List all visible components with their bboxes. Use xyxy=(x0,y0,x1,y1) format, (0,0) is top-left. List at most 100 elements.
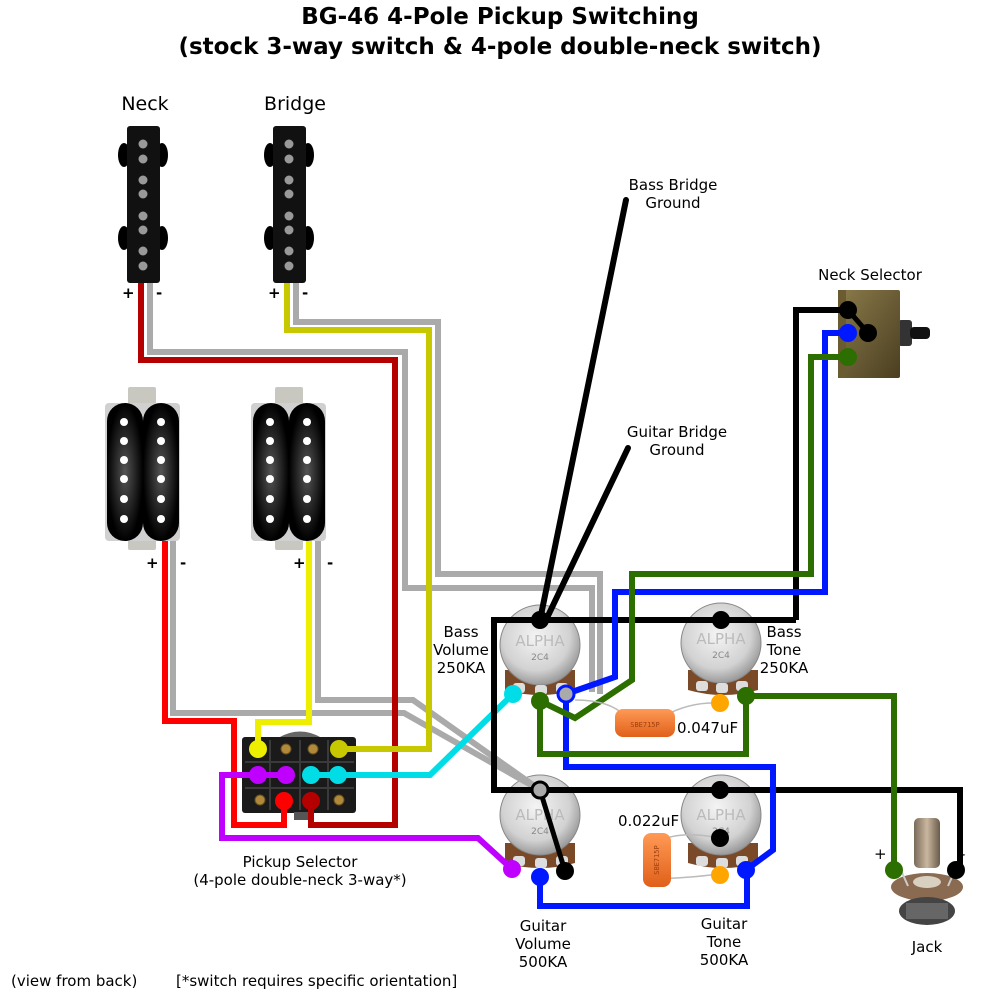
guitar-volume-wiper-lug xyxy=(556,862,574,880)
guitar-neck-minus-label: - xyxy=(180,554,187,572)
bass-bridge-pickup xyxy=(264,126,314,283)
wire-bass-neck-ground xyxy=(147,283,595,692)
wire-blue-guitar-loop xyxy=(537,870,750,909)
pot-brand-text: ALPHA xyxy=(696,806,746,824)
neck-selector-lug-black-2 xyxy=(859,324,877,342)
guitar-volume-input-lug xyxy=(503,860,521,878)
bass-neck-pickup-label: Neck xyxy=(121,93,169,115)
wire-bass-bridge-ground xyxy=(293,283,603,694)
pickup-selector-label: Pickup Selector (4-pole double-neck 3-wa… xyxy=(190,853,410,889)
jack-plus-label: + xyxy=(874,845,887,863)
wire-blue-bass-to-guitar-tone xyxy=(563,694,776,873)
neck-selector-lug-blue xyxy=(839,324,857,342)
label-line: Tone xyxy=(706,933,742,951)
svg-text:SBE715P: SBE715P xyxy=(630,721,660,729)
pot-code-text: 2C4 xyxy=(712,651,730,661)
label-line: Volume xyxy=(515,935,571,953)
title-line-2: (stock 3-way switch & 4-pole double-neck… xyxy=(178,34,822,60)
guitar-volume-output-lug xyxy=(531,868,549,886)
jack-label: Jack xyxy=(911,938,943,956)
switch-lug-purple-1 xyxy=(249,766,267,784)
guitar-bridge-ground-label: Guitar Bridge Ground xyxy=(607,423,747,459)
wire-green-bass-loop xyxy=(537,696,749,757)
wire-guitar-volume-jumper xyxy=(537,789,568,872)
wire-bass-bridge-hot xyxy=(284,283,432,752)
bass-tone-capacitor: SBE715P xyxy=(615,709,675,737)
guitar-capacitor-value: 0.022uF xyxy=(618,812,680,830)
switch-lug-olive xyxy=(330,740,348,758)
wires xyxy=(138,197,963,909)
view-note: (view from back) xyxy=(11,972,138,990)
bass-volume-input-lug xyxy=(504,685,522,703)
bass-tone-cap-lug xyxy=(711,694,729,712)
pickup-selector-switch xyxy=(242,731,356,820)
bass-bridge-minus-label: - xyxy=(302,284,309,302)
bass-volume-output-lug xyxy=(531,692,549,710)
bass-volume-ground-junction xyxy=(556,684,576,704)
label-line: 250KA xyxy=(759,659,809,677)
label-line: 500KA xyxy=(699,951,749,969)
guitar-tone-wiper-lug xyxy=(737,861,755,879)
bass-bridge-ground-label: Bass Bridge Ground xyxy=(603,176,743,212)
wire-blue-selector xyxy=(565,330,848,697)
label-line: Bass Bridge xyxy=(628,176,718,194)
pot-brand-text: ALPHA xyxy=(515,806,565,824)
wire-green-selector xyxy=(538,354,848,722)
title-line-1: BG-46 4-Pole Pickup Switching xyxy=(301,4,699,30)
guitar-bridge-humbucker xyxy=(251,387,326,550)
label-line: Bass xyxy=(443,623,479,641)
label-line: (4-pole double-neck 3-way*) xyxy=(193,871,407,889)
label-line: Ground xyxy=(645,194,701,212)
bass-neck-minus-label: - xyxy=(156,284,163,302)
label-line: Guitar xyxy=(700,915,748,933)
wire-cyan-bass-volume-in xyxy=(311,691,516,778)
guitar-bridge-plus-label: + xyxy=(293,554,306,572)
jack-tip-lug xyxy=(885,861,903,879)
bass-tone-ground-lug xyxy=(712,611,730,629)
wire-ground-bus xyxy=(793,307,850,620)
wire-guitar-neck-ground xyxy=(170,541,542,793)
wire-bass-neck-hot xyxy=(138,283,398,828)
jack-sleeve-lug xyxy=(947,861,965,879)
neck-selector-lug-green xyxy=(839,348,857,366)
neck-selector-label: Neck Selector xyxy=(818,266,922,284)
bass-neck-plus-label: + xyxy=(122,284,135,302)
bass-capacitor-value: 0.047uF xyxy=(677,719,739,737)
bass-bridge-pickup-label: Bridge xyxy=(264,93,326,115)
guitar-volume-label: Guitar Volume 500KA xyxy=(505,917,581,971)
guitar-volume-ground-lug xyxy=(530,780,550,800)
switch-lug-cyan-1 xyxy=(302,766,320,784)
jack-minus-label: - xyxy=(960,845,966,863)
wire-purple-guitar-volume-in xyxy=(219,772,515,872)
guitar-bridge-minus-label: - xyxy=(327,554,334,572)
switch-lug-cyan-2 xyxy=(329,766,347,784)
guitar-tone-cap-ground xyxy=(711,829,729,847)
bass-tone-wiper-lug xyxy=(737,687,755,705)
wire-guitar-bridge-ground-lead xyxy=(543,445,631,623)
label-line: 500KA xyxy=(518,953,568,971)
switch-lug-yellow xyxy=(249,740,267,758)
pot-brand-text: ALPHA xyxy=(696,630,746,648)
label-line: Tone xyxy=(766,641,802,659)
solder-points xyxy=(249,301,965,886)
bass-tone-label: Bass Tone 250KA xyxy=(750,623,818,677)
guitar-neck-humbucker xyxy=(105,387,180,550)
bass-volume-label: Bass Volume 250KA xyxy=(425,623,497,677)
guitar-tone-label: Guitar Tone 500KA xyxy=(688,915,760,969)
wire-guitar-bridge-hot xyxy=(255,541,312,749)
guitar-tone-cap-lug xyxy=(711,866,729,884)
wire-green-to-jack xyxy=(746,693,897,870)
switch-lug-purple-2 xyxy=(277,766,295,784)
label-line: Ground xyxy=(649,441,705,459)
guitar-neck-plus-label: + xyxy=(146,554,159,572)
bass-bridge-plus-label: + xyxy=(268,284,281,302)
guitar-tone-capacitor: SBE715P xyxy=(643,833,671,887)
switch-lug-dark-red xyxy=(302,792,320,810)
label-line: Pickup Selector xyxy=(242,853,358,871)
guitar-tone-ground-lug xyxy=(711,781,729,799)
output-jack xyxy=(891,818,963,925)
svg-text:SBE715P: SBE715P xyxy=(653,845,661,875)
wire-bass-bridge-ground-lead xyxy=(537,197,629,623)
label-line: Guitar xyxy=(519,917,567,935)
